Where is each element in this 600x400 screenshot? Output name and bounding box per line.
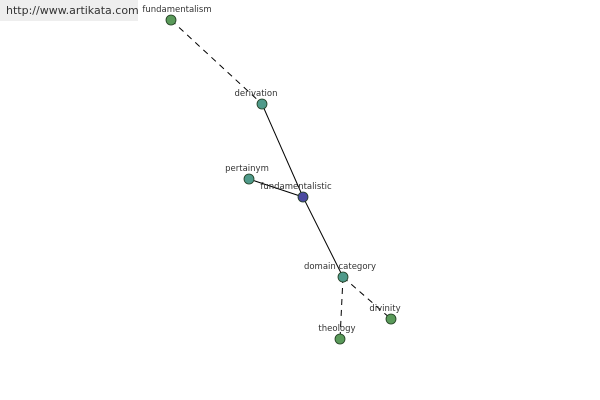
watermark-url: http://www.artikata.com: [0, 0, 139, 21]
edge-fundamentalistic-domain_category: [302, 196, 344, 278]
node-domain_category[interactable]: domain category: [304, 262, 376, 283]
node-fundamentalistic[interactable]: fundamentalistic: [260, 182, 332, 203]
node-fundamentalism[interactable]: fundamentalism: [142, 5, 212, 26]
node-label-derivation: derivation: [234, 89, 277, 99]
node-label-pertainym: pertainym: [225, 164, 269, 174]
node-label-divinity: divinity: [369, 304, 400, 314]
node-circle-pertainym[interactable]: [243, 173, 255, 185]
node-circle-fundamentalism[interactable]: [165, 14, 177, 26]
node-label-fundamentalistic: fundamentalistic: [260, 182, 332, 192]
node-circle-divinity[interactable]: [385, 313, 397, 325]
node-label-fundamentalism: fundamentalism: [142, 5, 211, 15]
edge-pertainym-fundamentalistic: [248, 178, 304, 198]
node-theology[interactable]: theology: [318, 324, 356, 345]
node-circle-theology[interactable]: [334, 333, 346, 345]
node-circle-derivation[interactable]: [256, 98, 268, 110]
nodes-layer: fundamentalism derivation pertainym fundame…: [142, 5, 401, 345]
node-label-theology: theology: [318, 324, 355, 334]
node-divinity[interactable]: divinity: [369, 304, 401, 325]
node-derivation[interactable]: derivation: [234, 89, 278, 110]
node-label-domain_category: domain category: [304, 262, 376, 272]
edge-derivation-fundamentalistic: [261, 103, 304, 198]
node-circle-fundamentalistic[interactable]: [297, 191, 309, 203]
edges-layer: [170, 19, 392, 340]
node-pertainym[interactable]: pertainym: [225, 164, 269, 185]
node-circle-domain_category[interactable]: [337, 271, 349, 283]
edge-fundamentalism-derivation: [170, 19, 263, 105]
